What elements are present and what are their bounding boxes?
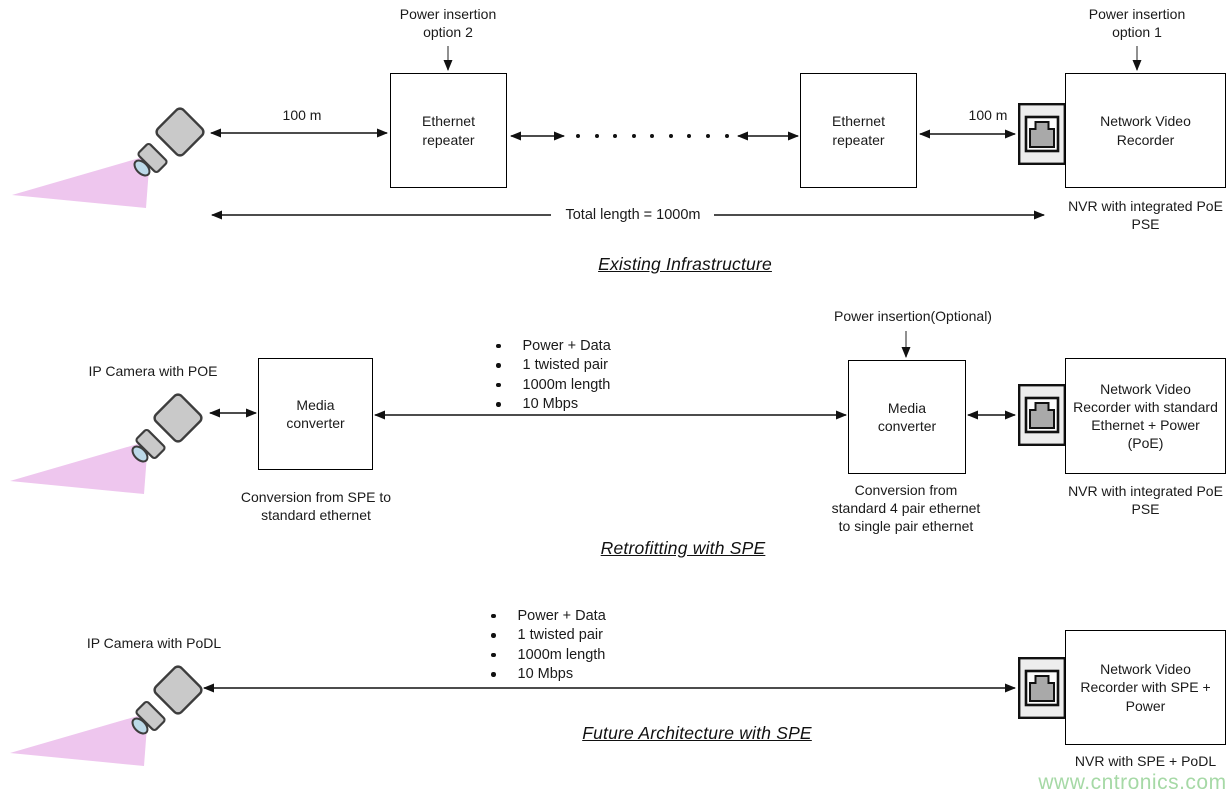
section3-title: Future Architecture with SPE — [582, 723, 812, 743]
spe-link-bullets-2: Power + Data 1 twisted pair 1000m length… — [483, 606, 606, 684]
bullet-row: Power + Data — [483, 606, 606, 626]
bullet-row: 1 twisted pair — [483, 626, 606, 646]
camera3-label: IP Camera with PoDL — [86, 635, 222, 651]
nvr-label-3: Network Video Recorder with SPE + Power — [1080, 661, 1211, 714]
media-converter-caption-1: Conversion from SPE to standard ethernet — [240, 489, 392, 524]
bullet-icon — [496, 402, 501, 407]
bullet-icon — [491, 652, 496, 657]
nvr-caption-1: NVR with integrated PoE PSE — [1068, 198, 1223, 233]
media-converter-label-1: Media converter — [286, 396, 345, 431]
bullet-icon — [491, 613, 496, 618]
power-insertion-optional-label: Power insertion(Optional) — [834, 308, 992, 324]
power-insertion-option1-label: Power insertion option 1 — [1088, 6, 1186, 41]
bullet-text: Power + Data — [517, 607, 606, 624]
media-converter-box-2: Media converter — [848, 360, 966, 474]
bullet-row: 1 twisted pair — [488, 356, 611, 376]
rj45-port-icon-1 — [1018, 103, 1066, 165]
ethernet-repeater-box-2: Ethernet repeater — [800, 73, 917, 188]
rj45-port-icon-2 — [1018, 384, 1066, 446]
distance-label-camera: 100 m — [282, 107, 322, 123]
nvr-caption-3: NVR with SPE + PoDL — [1074, 753, 1217, 769]
bullet-text: 1 twisted pair — [522, 357, 608, 374]
dotted-continuation — [576, 134, 729, 138]
bullet-text: 10 Mbps — [522, 396, 579, 413]
distance-label-nvr: 100 m — [968, 107, 1008, 123]
bullet-row: 1000m length — [483, 645, 606, 665]
nvr-label-1: Network Video Recorder — [1100, 113, 1191, 148]
ip-camera-icon-3 — [8, 658, 208, 768]
media-converter-caption-2: Conversion from standard 4 pair ethernet… — [831, 482, 981, 535]
bullet-row: 10 Mbps — [488, 395, 611, 415]
rj45-port-icon-3 — [1018, 657, 1066, 719]
media-converter-box-1: Media converter — [258, 358, 373, 470]
bullet-text: Power + Data — [522, 337, 611, 354]
bullet-icon — [491, 672, 496, 677]
camera2-label: IP Camera with POE — [88, 363, 218, 379]
watermark: www.cntronics.com — [1038, 771, 1227, 794]
bullet-text: 1 twisted pair — [517, 627, 603, 644]
bullet-text: 1000m length — [522, 376, 611, 393]
nvr-caption-2: NVR with integrated PoE PSE — [1068, 483, 1223, 518]
nvr-label-2: Network Video Recorder with standard Eth… — [1073, 380, 1218, 452]
nvr-box-2: Network Video Recorder with standard Eth… — [1065, 358, 1226, 474]
bullet-icon — [496, 363, 501, 368]
bullet-row: 10 Mbps — [483, 665, 606, 685]
section1-title: Existing Infrastructure — [598, 254, 772, 274]
nvr-box-3: Network Video Recorder with SPE + Power — [1065, 630, 1226, 745]
bullet-icon — [491, 633, 496, 638]
spe-link-bullets-1: Power + Data 1 twisted pair 1000m length… — [488, 336, 611, 414]
ip-camera-icon-2 — [8, 386, 208, 496]
power-insertion-option2-label: Power insertion option 2 — [399, 6, 497, 41]
ip-camera-icon-1 — [10, 100, 210, 210]
section2-title: Retrofitting with SPE — [600, 538, 766, 558]
total-length-label: Total length = 1000m — [565, 207, 701, 223]
media-converter-label-2: Media converter — [877, 399, 937, 434]
bullet-text: 1000m length — [517, 646, 606, 663]
bullet-row: Power + Data — [488, 336, 611, 356]
bullet-row: 1000m length — [488, 375, 611, 395]
bullet-icon — [496, 382, 501, 387]
ethernet-repeater-box-1: Ethernet repeater — [390, 73, 507, 188]
nvr-box-1: Network Video Recorder — [1065, 73, 1226, 188]
ethernet-repeater-label-1: Ethernet repeater — [422, 113, 475, 148]
bullet-text: 10 Mbps — [517, 666, 574, 683]
bullet-icon — [496, 343, 501, 348]
ethernet-repeater-label-2: Ethernet repeater — [832, 113, 885, 148]
